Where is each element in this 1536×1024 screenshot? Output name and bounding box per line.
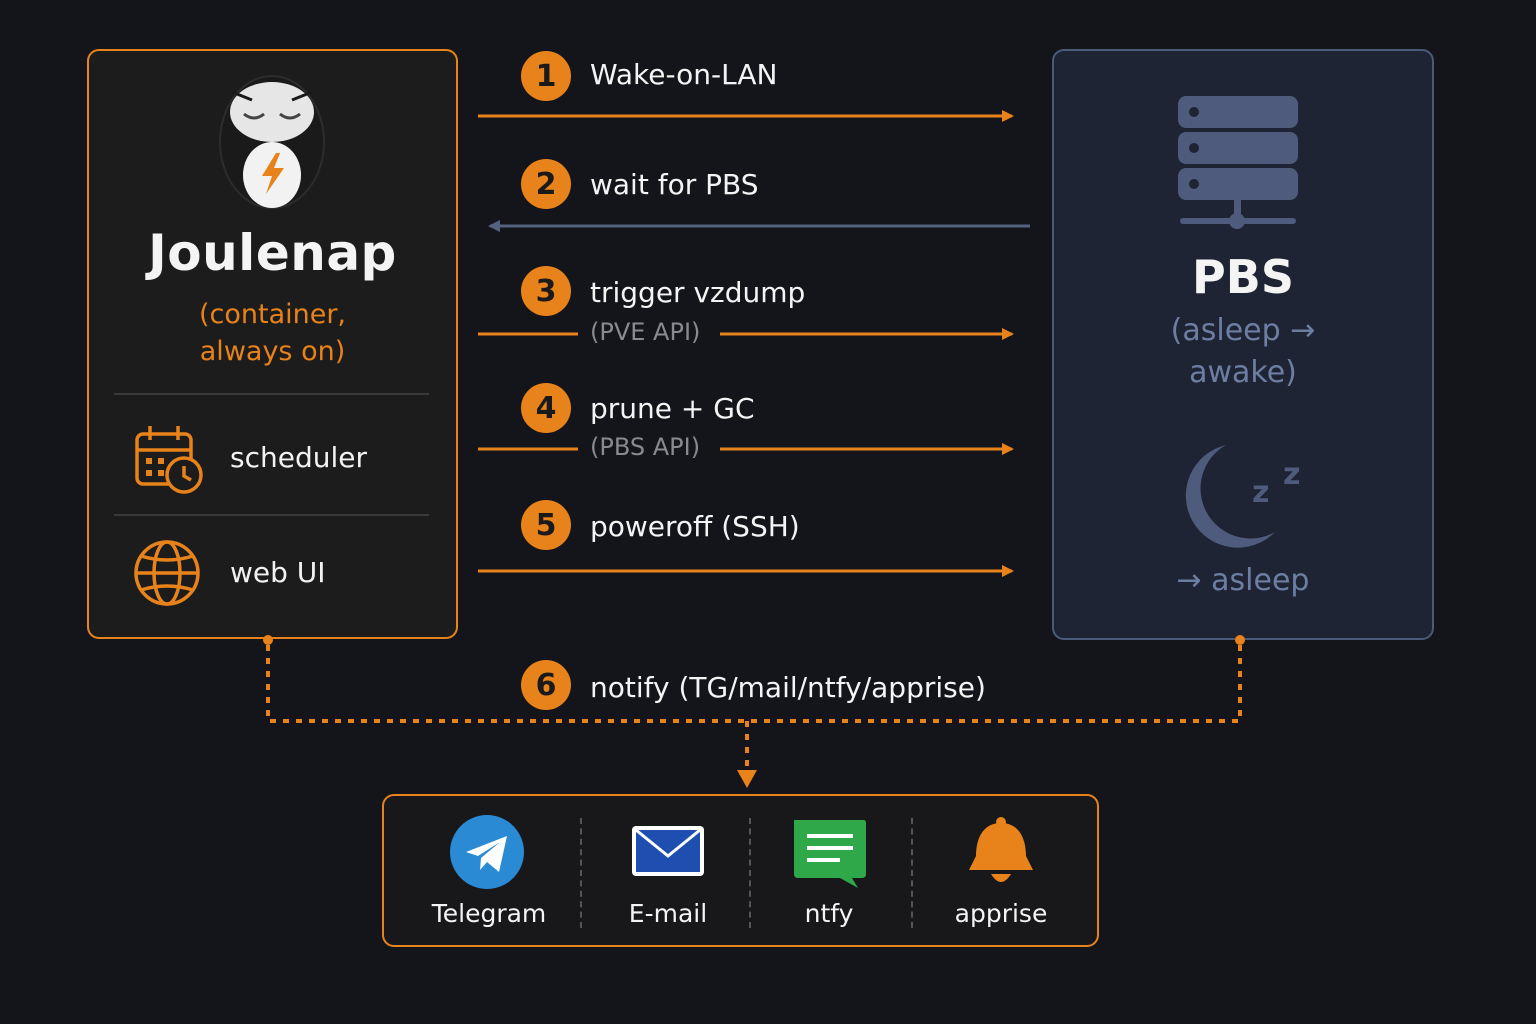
- joulenap-divider-2: [114, 514, 429, 516]
- svg-text:z: z: [1252, 475, 1269, 510]
- ntfy-icon: [794, 820, 866, 888]
- step-4-sub: (PBS API): [590, 433, 701, 461]
- notifier-separator-3: [911, 818, 913, 928]
- step-6-badge: 6: [521, 660, 571, 710]
- notifier-telegram-label: Telegram: [431, 899, 547, 928]
- step-3-badge: 3: [521, 266, 571, 316]
- joulenap-subtitle: (container, always on): [87, 296, 458, 370]
- pbs-state-line1: (asleep →: [1170, 313, 1316, 348]
- feature-web-ui: web UI: [230, 556, 326, 589]
- step-3-label: trigger vzdump: [590, 276, 806, 309]
- step-5-label: poweroff (SSH): [590, 510, 800, 543]
- owl-logo-icon: [219, 75, 325, 209]
- step-5-badge: 5: [521, 500, 571, 550]
- step-1-badge: 1: [521, 51, 571, 101]
- notifier-apprise-label: apprise: [954, 899, 1048, 928]
- feature-scheduler: scheduler: [230, 441, 367, 474]
- step-6-label: notify (TG/mail/ntfy/apprise): [590, 671, 986, 704]
- joulenap-subtitle-line2: always on): [199, 336, 346, 367]
- pbs-state-line2: awake): [1189, 355, 1297, 390]
- step-4-label: prune + GC: [590, 392, 755, 425]
- globe-icon: [134, 540, 200, 606]
- pbs-final-state: → asleep: [1176, 563, 1310, 598]
- joulenap-subtitle-line1: (container,: [198, 299, 347, 330]
- calendar-clock-icon: [135, 426, 203, 494]
- svg-text:z: z: [1283, 457, 1300, 492]
- notifier-email-label: E-mail: [628, 899, 708, 928]
- pbs-title: PBS: [1192, 250, 1294, 304]
- notifier-ntfy-label: ntfy: [804, 899, 854, 928]
- notifier-separator-1: [580, 818, 582, 928]
- step-3-sub: (PVE API): [590, 318, 701, 346]
- step-4-badge: 4: [521, 383, 571, 433]
- server-icon: [1178, 96, 1298, 229]
- step-2-label: wait for PBS: [590, 168, 759, 201]
- moon-sleep-icon: z z: [1185, 445, 1300, 548]
- joulenap-title: Joulenap: [148, 224, 397, 282]
- mail-icon: [632, 826, 704, 876]
- notify-connector: [266, 645, 1242, 723]
- notifier-separator-2: [749, 818, 751, 928]
- step-1-label: Wake-on-LAN: [590, 58, 778, 91]
- telegram-icon: [450, 815, 524, 889]
- joulenap-divider-1: [114, 393, 429, 395]
- bell-icon: [969, 817, 1033, 882]
- pbs-state: (asleep → awake): [1052, 310, 1434, 394]
- step-2-badge: 2: [521, 159, 571, 209]
